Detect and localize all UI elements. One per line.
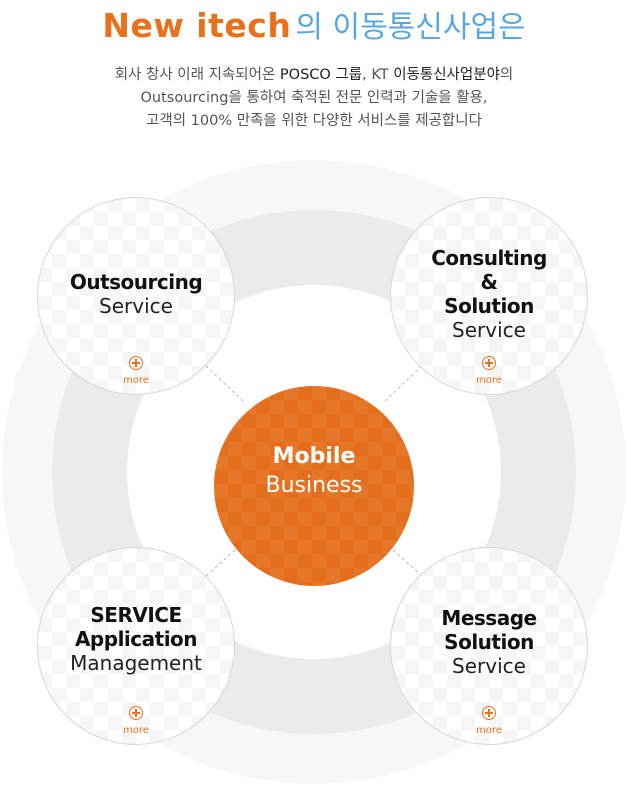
service-outsourcing-subtitle: Service [99, 294, 173, 318]
intro-line-1-part-2: , KT [362, 67, 394, 83]
mobile-business-label: Mobile Business [214, 442, 414, 500]
intro-text: 회사 창사 이래 지속되어온 POSCO 그룹, KT 이동통신사업분야의 Ou… [0, 64, 628, 133]
service-sam[interactable]: SERVICE Application Management more [37, 547, 235, 745]
intro-line-2: Outsourcing을 통하여 축적된 전문 인력과 기술을 활용, [140, 90, 488, 106]
service-outsourcing-label: Outsourcing Service [38, 270, 234, 318]
service-outsourcing[interactable]: Outsourcing Service more [37, 197, 235, 395]
more-link[interactable]: more [123, 375, 149, 386]
intro-posco: POSCO 그룹 [279, 67, 363, 83]
mobile-business-hub: Mobile Business [214, 386, 414, 586]
connector-top-right [383, 365, 423, 403]
plus-circle-icon [482, 706, 496, 720]
intro-line-1-part-3: 의 [499, 67, 514, 83]
plus-circle-icon [482, 356, 496, 370]
service-message-more-button[interactable]: more [391, 705, 587, 736]
hub-title: Mobile [272, 444, 356, 469]
service-consulting[interactable]: Consulting & Solution Service more [390, 197, 588, 395]
service-consulting-ampersand: & [480, 270, 498, 294]
intro-line-3: 고객의 100% 만족을 위한 다양한 서비스를 제공합니다 [146, 113, 482, 129]
service-consulting-title: Consulting [431, 246, 547, 270]
service-consulting-subtitle: Service [452, 318, 526, 342]
service-message-label: Message Solution Service [391, 606, 587, 678]
service-message-title: Message [441, 606, 537, 630]
plus-circle-icon [129, 356, 143, 370]
service-message-subtitle: Service [452, 654, 526, 678]
page-title-rest: 의 이동통신사업은 [295, 10, 526, 45]
service-message-title-2: Solution [444, 630, 534, 654]
connector-top-left [205, 365, 245, 403]
intro-line-1: 회사 창사 이래 지속되어온 POSCO 그룹, KT 이동통신사업분야의 [0, 64, 628, 87]
service-sam-subtitle: Management [70, 651, 202, 675]
brand-name: New itech [102, 6, 292, 45]
service-message[interactable]: Message Solution Service more [390, 547, 588, 745]
more-link[interactable]: more [123, 725, 149, 736]
service-sam-title: SERVICE [90, 603, 182, 627]
hub-subtitle: Business [265, 473, 363, 498]
service-sam-title-2: Application [74, 627, 198, 651]
plus-circle-icon [129, 706, 143, 720]
intro-line-1-part-1: 회사 창사 이래 지속되어온 [114, 67, 280, 83]
intro-kt-division: 이동통신사업분야 [393, 67, 500, 83]
service-outsourcing-title: Outsourcing [69, 270, 203, 294]
service-consulting-more-button[interactable]: more [391, 355, 587, 386]
more-link[interactable]: more [476, 725, 502, 736]
service-outsourcing-more-button[interactable]: more [38, 355, 234, 386]
service-consulting-title-2: Solution [444, 294, 534, 318]
more-link[interactable]: more [476, 375, 502, 386]
service-consulting-label: Consulting & Solution Service [391, 246, 587, 342]
service-sam-label: SERVICE Application Management [38, 603, 234, 675]
service-sam-more-button[interactable]: more [38, 705, 234, 736]
